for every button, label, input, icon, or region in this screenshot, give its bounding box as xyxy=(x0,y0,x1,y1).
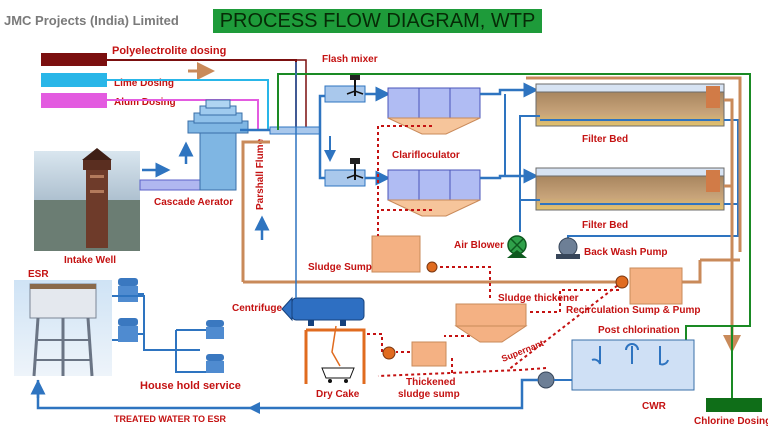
lime-dosing-label: Lime Dosing xyxy=(114,78,174,89)
clari1-sludge-line xyxy=(377,125,432,236)
chlorine-dosing-label: Chlorine Dosing xyxy=(694,416,768,427)
supernant-line xyxy=(377,367,547,377)
thickened-sump-label-1: Thickened xyxy=(406,377,455,388)
alum-dosing-label: Alum Dosing xyxy=(114,97,176,108)
clari2-to-filter2 xyxy=(480,168,539,184)
esr-photo xyxy=(14,280,112,377)
clari1-to-filter1 xyxy=(480,82,539,98)
sludge-sump xyxy=(371,235,421,273)
back-wash-pump xyxy=(556,237,580,259)
centrifuge-label: Centrifuge xyxy=(232,303,282,314)
return-pipe-to-flume xyxy=(241,140,270,282)
lime-dosing-line xyxy=(107,79,269,130)
dry-cake-label: Dry Cake xyxy=(316,389,360,400)
sludge-thickener xyxy=(454,303,528,343)
dry-cake-trolley xyxy=(321,367,355,383)
alum-dosing-swatch xyxy=(41,93,107,108)
return-pipes xyxy=(241,76,742,340)
poly-dosing-label: Polyelectrolite dosing xyxy=(112,45,226,57)
air-blower-label: Air Blower xyxy=(454,240,504,251)
household-label: House hold service xyxy=(140,380,241,392)
flash-mixer-2 xyxy=(324,158,366,187)
chlorine-pre-line xyxy=(277,73,751,398)
sludge-lines xyxy=(364,125,623,377)
sump-to-thickener xyxy=(440,266,491,300)
cake-chute xyxy=(331,325,341,367)
centrifuge-stand xyxy=(304,328,366,384)
thickener-to-recirc xyxy=(530,289,622,313)
chlorine-dosing-box xyxy=(706,398,762,412)
chlorine-post-line xyxy=(685,325,750,364)
cascade-aerator-label: Cascade Aerator xyxy=(154,197,233,208)
esr-label: ESR xyxy=(28,269,49,280)
filter-outlet-right xyxy=(724,98,734,340)
recirculation-label: Recirculation Sump & Pump xyxy=(566,305,700,316)
thickened-sludge-sump xyxy=(411,341,447,367)
poly-dosing-swatch xyxy=(41,53,107,66)
cascade-aerator xyxy=(139,99,249,191)
pump-to-centrifuge xyxy=(364,333,383,352)
cwr-pump xyxy=(537,371,555,389)
recirculation-pump xyxy=(615,275,629,289)
diagram-title-text: PROCESS FLOW DIAGRAM, WTP xyxy=(219,10,536,32)
thickened-sump-label-2: sludge sump xyxy=(398,389,460,400)
centrifuge xyxy=(281,296,365,326)
thickened-sludge-pump xyxy=(382,346,396,360)
cwr-label: CWR xyxy=(642,401,667,412)
back-wash-pump-label: Back Wash Pump xyxy=(584,247,668,258)
parshall-flume-label: Parshall Flume xyxy=(255,138,266,210)
company-name: JMC Projects (India) Limited xyxy=(4,13,179,28)
post-chlorination-label: Post chlorination xyxy=(598,325,680,336)
recirc-up xyxy=(682,260,702,284)
dosing-legend: Polyelectrolite dosing Lime Dosing Alum … xyxy=(41,45,226,108)
recirc-dotted xyxy=(507,281,623,371)
air-blower xyxy=(507,235,527,258)
filter-bed-1-label: Filter Bed xyxy=(582,134,628,145)
sludge-pump xyxy=(426,261,438,273)
sludge-thickener-label: Sludge thickener xyxy=(498,293,579,304)
flash-mixer-1 xyxy=(324,74,366,103)
lime-dosing-swatch xyxy=(41,73,107,87)
treated-water-line xyxy=(36,378,538,410)
filter-bed-1 xyxy=(535,83,725,127)
cwr-tank xyxy=(571,339,695,391)
diagram-title: PROCESS FLOW DIAGRAM, WTP xyxy=(213,9,542,33)
household-tanks xyxy=(118,278,224,373)
household-pipes xyxy=(112,293,206,373)
alum-dosing-line xyxy=(107,99,259,130)
treated-water-label: TREATED WATER TO ESR xyxy=(114,414,227,424)
air-line-filter1 xyxy=(519,115,540,232)
clarifloculator-1 xyxy=(387,87,481,135)
filter-bed-2 xyxy=(535,167,725,211)
flash-mixer-label: Flash mixer xyxy=(322,54,378,65)
filter-bed-2-label: Filter Bed xyxy=(582,220,628,231)
clarifloculator-2 xyxy=(387,169,481,217)
poly-dosing-branch xyxy=(296,59,307,130)
flume-to-mixer2 xyxy=(318,130,325,180)
filter-wash-out-top xyxy=(526,76,742,252)
intake-well-photo xyxy=(34,148,140,251)
sludge-sump-label: Sludge Sump xyxy=(308,262,372,273)
clarifloculator-label: Clarifloculator xyxy=(392,150,460,161)
recirculation-sump xyxy=(629,267,683,305)
intake-well-label: Intake Well xyxy=(64,255,116,266)
flume-to-mixer1 xyxy=(318,94,325,130)
